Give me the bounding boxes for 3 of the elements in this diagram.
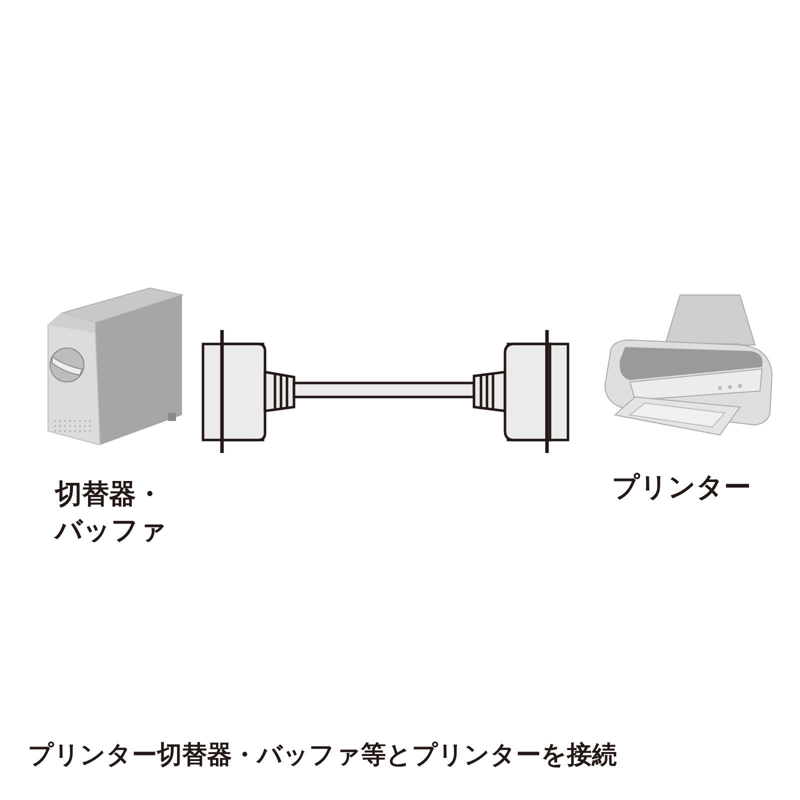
device-label: 切替器・バッファ [55,478,168,548]
caption: プリンター切替器・バッファ等とプリンターを接続 [28,739,617,771]
device-label: プリンター [612,471,752,505]
